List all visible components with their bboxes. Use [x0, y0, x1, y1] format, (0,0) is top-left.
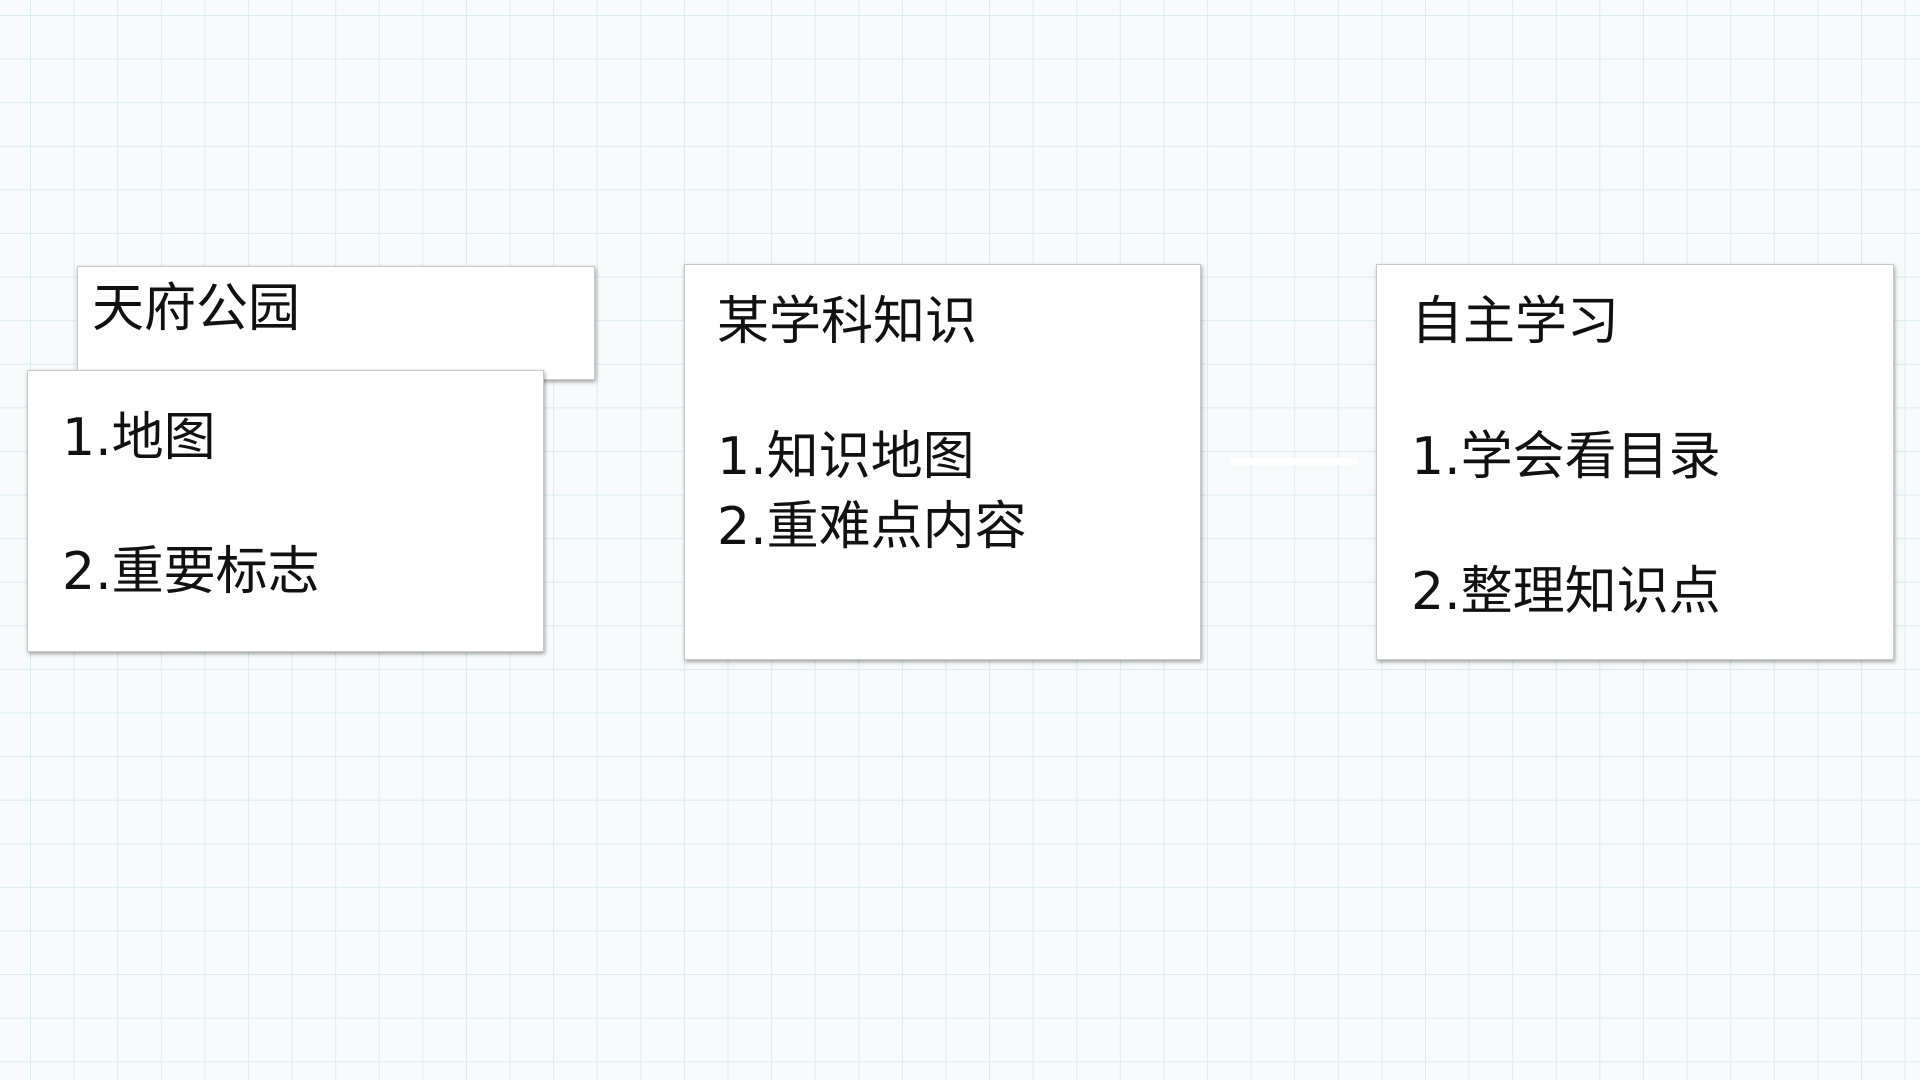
card-subject-knowledge — [684, 264, 1201, 660]
card-item: 2.重难点内容 — [717, 497, 1027, 557]
card-self-study — [1376, 264, 1894, 660]
card-tianfu-body — [27, 370, 544, 652]
card-title: 天府公园 — [92, 279, 301, 339]
card-title: 某学科知识 — [717, 292, 978, 352]
card-title: 自主学习 — [1411, 292, 1620, 352]
card-item: 1.地图 — [62, 408, 216, 468]
card-item: 2.整理知识点 — [1411, 562, 1721, 622]
card-item: 1.学会看目录 — [1411, 427, 1721, 487]
connector — [1231, 458, 1357, 465]
card-tianfu-title — [77, 266, 595, 380]
card-item: 1.知识地图 — [717, 427, 975, 487]
card-item: 2.重要标志 — [62, 542, 320, 602]
